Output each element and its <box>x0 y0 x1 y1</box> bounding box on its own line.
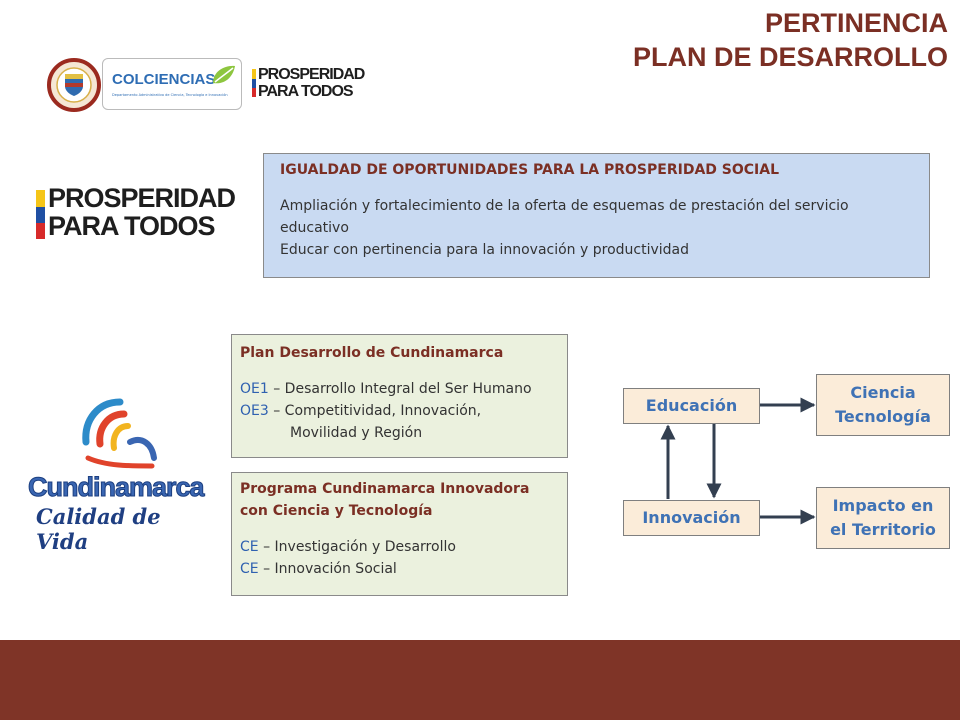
node-ciencia-tecnologia: Ciencia Tecnología <box>816 374 950 436</box>
cundinamarca-logo: Cundinamarca Calidad de Vida <box>28 396 205 554</box>
node-ciencia-line-1: Ciencia <box>850 383 916 402</box>
node-innovacion: Innovación <box>623 500 760 536</box>
prosperidad-small-line2: PARA TODOS <box>258 83 354 100</box>
national-plan-line-1: Ampliación y fortalecimiento de la ofert… <box>280 198 849 236</box>
national-plan-heading: IGUALDAD DE OPORTUNIDADES PARA LA PROSPE… <box>280 162 780 178</box>
objective-code: OE3 <box>240 403 269 419</box>
objective-text: – Desarrollo Integral del Ser Humano <box>268 381 532 397</box>
colciencias-subtitle: Departamento Administrativo de Ciencia, … <box>112 93 228 97</box>
cundinamarca-tagline: Calidad de Vida <box>36 504 161 554</box>
prosperidad-large-line1: PROSPERIDAD <box>48 183 236 213</box>
cundinamarca-plan-item: OE1 – Desarrollo Integral del Ser Humano <box>240 378 559 400</box>
program-text: – Investigación y Desarrollo <box>258 539 456 555</box>
page-title: PERTINENCIA PLAN DE DESARROLLO <box>633 6 948 74</box>
prosperidad-small-line1: PROSPERIDAD <box>258 66 365 83</box>
program-code: CE <box>240 539 259 555</box>
objective-continuation: Movilidad y Región <box>290 425 423 441</box>
leaf-icon <box>213 65 235 84</box>
program-heading: Programa Cundinamarca Innovadora con Cie… <box>240 481 530 519</box>
cundinamarca-name: Cundinamarca <box>28 472 206 503</box>
colciencias-logo: COLCIENCIAS Departamento Administrativo … <box>102 58 242 110</box>
cundinamarca-emblem-icon <box>82 398 157 469</box>
cundinamarca-plan-box: Plan Desarrollo de Cundinamarca OE1 – De… <box>231 334 568 458</box>
node-educacion: Educación <box>623 388 760 424</box>
program-code: CE <box>240 561 259 577</box>
program-item: CE – Investigación y Desarrollo <box>240 536 559 558</box>
node-impacto-territorio: Impacto en el Territorio <box>816 487 950 549</box>
cundinamarca-plan-heading: Plan Desarrollo de Cundinamarca <box>240 345 504 361</box>
objective-code: OE1 <box>240 381 269 397</box>
program-item: CE – Innovación Social <box>240 558 559 580</box>
title-line-2: PLAN DE DESARROLLO <box>632 42 948 72</box>
footer-band <box>0 640 960 720</box>
national-plan-line-2: Educar con pertinencia para la innovació… <box>280 242 689 258</box>
objective-text: – Competitividad, Innovación, <box>268 403 482 419</box>
colciencias-name: COLCIENCIAS <box>112 71 216 88</box>
node-ciencia-line-2: Tecnología <box>835 407 931 426</box>
prosperidad-logo-large: PROSPERIDAD PARA TODOS <box>36 183 252 242</box>
node-impacto-line-1: Impacto en <box>832 496 934 515</box>
program-text: – Innovación Social <box>258 561 397 577</box>
prosperidad-logo-small: PROSPERIDAD PARA TODOS <box>252 66 384 102</box>
prosperidad-large-line2: PARA TODOS <box>48 211 216 241</box>
republica-seal-logo <box>47 58 101 112</box>
national-plan-box: IGUALDAD DE OPORTUNIDADES PARA LA PROSPE… <box>263 153 930 278</box>
node-impacto-line-2: el Territorio <box>830 520 936 539</box>
title-line-1: PERTINENCIA <box>764 8 948 38</box>
cundinamarca-plan-item: OE3 – Competitividad, Innovación, <box>240 400 559 422</box>
program-box: Programa Cundinamarca Innovadora con Cie… <box>231 472 568 596</box>
